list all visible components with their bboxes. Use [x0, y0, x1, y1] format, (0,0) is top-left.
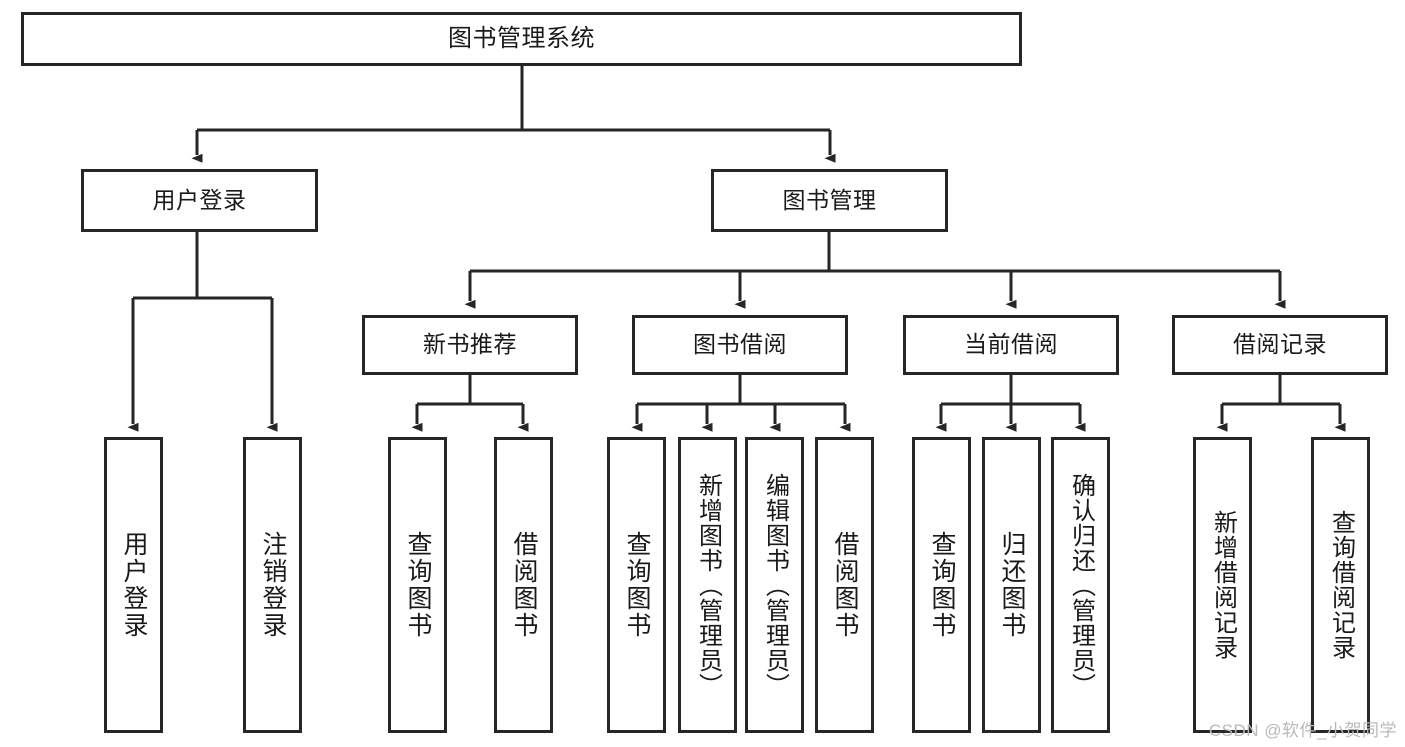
leaf-new-book-query-books[interactable]: 查询图书	[388, 437, 447, 733]
node-label: 新书推荐	[423, 331, 517, 358]
node-label: 借阅图书	[510, 531, 538, 639]
leaf-current-borrow-return-books[interactable]: 归还图书	[982, 437, 1041, 733]
node-root-book-management-system[interactable]: 图书管理系统	[21, 12, 1022, 66]
node-label: 确认归还（管理员）	[1067, 472, 1095, 698]
leaf-book-borrow-borrow-books[interactable]: 借阅图书	[815, 437, 874, 733]
node-label: 查询图书	[404, 531, 432, 639]
leaf-current-borrow-query-books[interactable]: 查询图书	[912, 437, 971, 733]
node-new-book-recommend[interactable]: 新书推荐	[362, 315, 578, 375]
leaf-current-borrow-confirm-return-admin[interactable]: 确认归还（管理员）	[1051, 437, 1110, 733]
leaf-borrow-record-query-record[interactable]: 查询借阅记录	[1311, 437, 1370, 733]
node-label: 查询借阅记录	[1327, 510, 1355, 660]
node-user-login[interactable]: 用户登录	[81, 169, 318, 232]
node-label: 新增借阅记录	[1209, 510, 1237, 660]
leaf-new-book-borrow-books[interactable]: 借阅图书	[494, 437, 553, 733]
node-label: 注销登录	[259, 531, 287, 639]
node-label: 用户登录	[152, 186, 247, 213]
node-label: 借阅图书	[831, 531, 859, 639]
node-label: 图书管理系统	[448, 24, 595, 52]
node-label: 当前借阅	[964, 331, 1058, 358]
node-book-management[interactable]: 图书管理	[711, 169, 948, 232]
leaf-user-login-login[interactable]: 用户登录	[104, 437, 163, 733]
node-label: 用户登录	[120, 531, 148, 639]
node-label: 查询图书	[928, 531, 956, 639]
leaf-book-borrow-query-books[interactable]: 查询图书	[607, 437, 666, 733]
node-book-borrow[interactable]: 图书借阅	[632, 315, 848, 375]
node-label: 编辑图书（管理员）	[761, 472, 789, 698]
node-label: 借阅记录	[1233, 331, 1327, 358]
node-label: 归还图书	[998, 531, 1026, 639]
watermark: CSDN @软件_小贺同学	[1208, 721, 1397, 740]
node-label: 新增图书（管理员）	[694, 472, 722, 698]
node-label: 图书管理	[782, 186, 877, 213]
node-label: 图书借阅	[693, 331, 787, 358]
leaf-book-borrow-add-book-admin[interactable]: 新增图书（管理员）	[678, 437, 737, 733]
leaf-user-login-logout[interactable]: 注销登录	[243, 437, 302, 733]
leaf-borrow-record-add-record[interactable]: 新增借阅记录	[1193, 437, 1252, 733]
leaf-book-borrow-edit-book-admin[interactable]: 编辑图书（管理员）	[745, 437, 804, 733]
node-label: 查询图书	[623, 531, 651, 639]
node-current-borrow[interactable]: 当前借阅	[903, 315, 1119, 375]
node-borrow-record[interactable]: 借阅记录	[1172, 315, 1388, 375]
